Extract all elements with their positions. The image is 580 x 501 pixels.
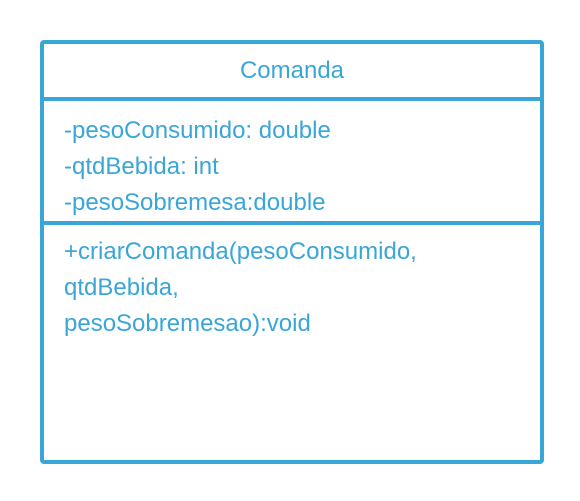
class-name: Comanda (44, 44, 540, 101)
attribute-item: -pesoSobremesa:double (64, 189, 326, 216)
method-line: qtdBebida, (64, 274, 179, 301)
method-line: pesoSobremesao):void (64, 310, 311, 337)
method-line: +criarComanda(pesoConsumido, (64, 238, 417, 265)
methods-section: +criarComanda(pesoConsumido, qtdBebida, … (44, 225, 540, 460)
attributes-section: -pesoConsumido: double -qtdBebida: int -… (44, 101, 540, 225)
uml-class-box: Comanda -pesoConsumido: double -qtdBebid… (40, 40, 544, 464)
attribute-item: -qtdBebida: int (64, 153, 219, 180)
attribute-item: -pesoConsumido: double (64, 117, 331, 144)
